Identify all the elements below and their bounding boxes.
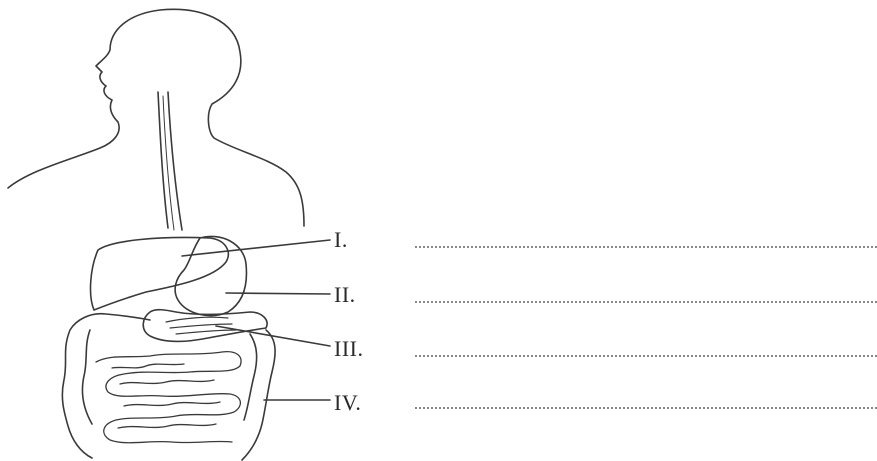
label-IV: IV. [334,392,361,414]
body-outline [8,9,304,226]
esophagus-center [163,96,174,230]
stomach [175,236,246,315]
pancreas [166,317,236,334]
answer-line-2[interactable] [415,301,877,303]
large-intestine [62,314,275,460]
answer-line-4[interactable] [415,407,877,409]
answer-line-1[interactable] [415,246,877,248]
label-I: I. [334,229,348,251]
small-intestine [96,352,241,443]
liver [91,238,229,311]
label-II: II. [334,284,356,306]
esophagus-right [168,92,182,230]
label-III: III. [334,338,363,360]
answer-line-3[interactable] [415,355,877,357]
leader-line-2 [226,293,330,294]
leader-line-3 [216,326,330,346]
leader-line-1 [182,240,330,256]
